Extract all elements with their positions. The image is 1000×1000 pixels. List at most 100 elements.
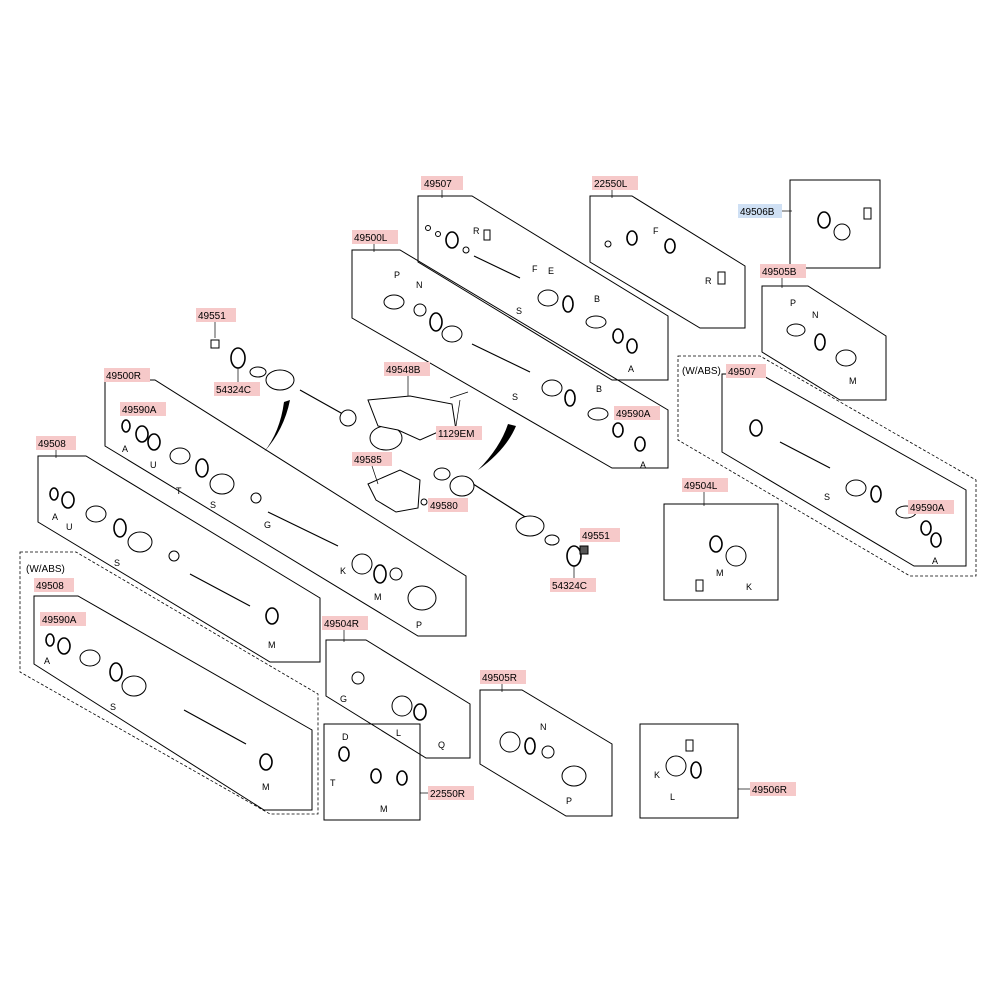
- part-ai: [930, 532, 942, 548]
- shaft-49508-abs: [183, 709, 247, 745]
- part-ab: [814, 333, 826, 351]
- svg-text:1129EM: 1129EM: [438, 429, 475, 440]
- part-j: [626, 338, 638, 354]
- part-at: [407, 585, 437, 611]
- part-aq: [351, 553, 373, 575]
- part-w: [564, 389, 576, 407]
- letter-m-1: M: [849, 376, 857, 386]
- shaft-49500R: [267, 511, 339, 547]
- callout-54324C-upper[interactable]: 54324C: [214, 368, 260, 396]
- callout-49580[interactable]: 49580: [428, 498, 468, 512]
- letter-p-1: P: [394, 270, 400, 280]
- part-az: [168, 550, 180, 562]
- frame-49505B: [761, 285, 887, 401]
- svg-text:49580: 49580: [430, 501, 458, 512]
- part-aj: [121, 419, 131, 433]
- letter-r-1: R: [473, 226, 480, 236]
- svg-text:49506B: 49506B: [740, 207, 775, 218]
- frame-49500L: [351, 249, 669, 469]
- part-c: [445, 231, 459, 249]
- callout-49508-b[interactable]: 49508: [34, 578, 74, 592]
- callout-22550L[interactable]: 22550L: [592, 176, 638, 198]
- boot-lower-inner: [449, 475, 475, 497]
- callout-49507-top[interactable]: 49507: [421, 176, 463, 198]
- callout-49505R[interactable]: 49505R: [480, 670, 526, 692]
- letter-a-1: A: [628, 364, 634, 374]
- svg-text:49500R: 49500R: [106, 371, 141, 382]
- frame-49507-abs-inner: [721, 373, 967, 567]
- letter-u-2: U: [66, 522, 73, 532]
- callout-22550R[interactable]: 22550R: [420, 786, 474, 800]
- svg-text:49508: 49508: [36, 581, 64, 592]
- callout-1129EM[interactable]: 1129EM: [436, 399, 482, 440]
- damper-upper: [339, 409, 357, 427]
- part-u: [441, 325, 463, 343]
- ring-54324C-upper: [230, 347, 246, 369]
- part-af: [870, 485, 882, 503]
- letter-t-2: T: [330, 778, 336, 788]
- callout-54324C-lower[interactable]: 54324C: [550, 566, 596, 592]
- callout-49590A-1[interactable]: 49590A: [120, 402, 166, 416]
- ring-54324C-lower: [566, 545, 582, 567]
- part-ap: [250, 492, 262, 504]
- shaft-main-lower: [469, 481, 531, 521]
- letter-m-4: M: [716, 568, 724, 578]
- letter-u-1: U: [150, 460, 157, 470]
- letter-a-4: A: [122, 444, 128, 454]
- part-bm: [413, 703, 427, 721]
- letter-a-2: A: [640, 460, 646, 470]
- svg-text:54324C: 54324C: [216, 385, 251, 396]
- callout-49590A-4[interactable]: 49590A: [40, 612, 86, 626]
- part-ae: [845, 479, 867, 497]
- callout-49500L[interactable]: 49500L: [352, 230, 398, 252]
- svg-text:22550R: 22550R: [430, 789, 465, 800]
- callout-49508-a[interactable]: 49508: [36, 436, 76, 458]
- stub-lower: [433, 467, 451, 481]
- frame-49505R: [479, 689, 613, 817]
- part-ao: [209, 473, 235, 495]
- letter-m-5: M: [262, 782, 270, 792]
- part-r: [383, 294, 405, 310]
- stub-lower-outer: [544, 534, 560, 546]
- callout-49585[interactable]: 49585: [352, 452, 392, 485]
- callout-49551-upper[interactable]: 49551: [196, 308, 236, 338]
- letter-f-2: F: [653, 226, 659, 236]
- frame-49504L: [663, 503, 779, 601]
- letter-l-2: L: [670, 792, 675, 802]
- part-bi: [121, 675, 147, 697]
- part-q: [863, 207, 872, 220]
- callout-49590A-3[interactable]: 49590A: [908, 500, 954, 514]
- letter-n-1: N: [416, 280, 423, 290]
- letter-t-1: T: [176, 486, 182, 496]
- callout-49590A-2[interactable]: 49590A: [614, 406, 660, 420]
- callout-49504L[interactable]: 49504L: [682, 478, 728, 506]
- callout-49500R[interactable]: 49500R: [104, 368, 150, 382]
- shaft-49507-abs: [779, 441, 831, 469]
- nut-49551-upper: [210, 339, 220, 349]
- part-bo: [524, 737, 536, 755]
- letter-s-1: S: [516, 306, 522, 316]
- part-bs: [370, 768, 382, 784]
- frames: [19, 179, 977, 821]
- part-y: [612, 422, 624, 438]
- callout-49506B[interactable]: 49506B: [738, 204, 792, 218]
- callout-49507-abs[interactable]: 49507: [726, 364, 766, 378]
- svg-text:49505B: 49505B: [762, 267, 797, 278]
- svg-text:49551: 49551: [582, 531, 610, 542]
- frame-49508-abs: [19, 551, 319, 815]
- letter-s-5: S: [114, 558, 120, 568]
- part-al: [147, 433, 161, 451]
- callout-49504R[interactable]: 49504R: [322, 616, 368, 642]
- svg-text:49504R: 49504R: [324, 619, 359, 630]
- callout-49551-lower[interactable]: 49551: [580, 528, 620, 542]
- callout-49505B[interactable]: 49505B: [760, 264, 806, 288]
- letter-m-3: M: [268, 640, 276, 650]
- letter-p-2: P: [790, 298, 796, 308]
- frame-22550R: [323, 723, 421, 821]
- callout-49548B[interactable]: 49548B: [384, 362, 430, 396]
- letter-p-4: P: [566, 796, 572, 806]
- callout-49506R[interactable]: 49506R: [738, 782, 796, 796]
- part-be: [45, 633, 55, 647]
- small-parts: [45, 207, 942, 787]
